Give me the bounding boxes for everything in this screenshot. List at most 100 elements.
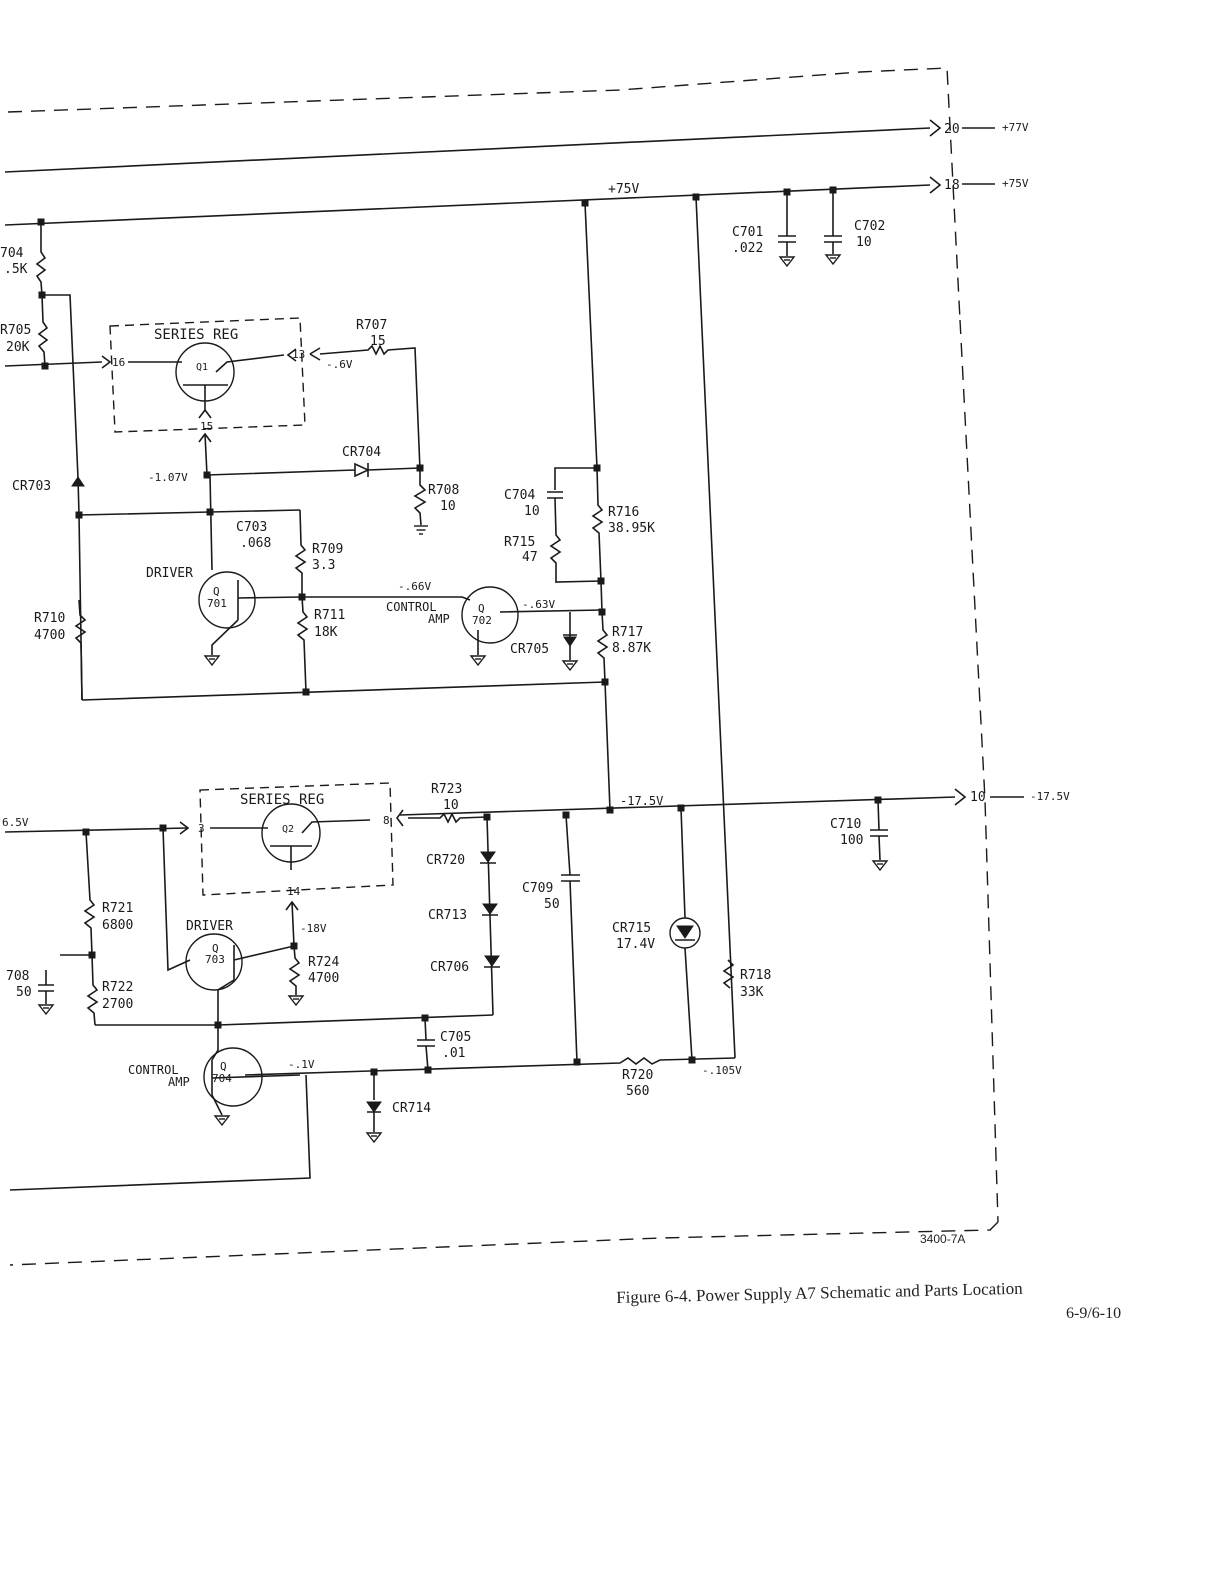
r705-ref: R705: [0, 323, 31, 338]
net-plus75-label: +75V: [608, 182, 639, 197]
q2-pin-8: 8: [383, 814, 390, 827]
pin-10-voltage: -17.5V: [1030, 790, 1070, 803]
r721-value: 6800: [102, 918, 133, 933]
pin8-arrow: [396, 809, 404, 827]
r711-resistor: [296, 596, 309, 693]
r717-value: 8.87K: [612, 641, 651, 656]
r708-value: 10: [440, 499, 456, 514]
c704-r715-network: [547, 467, 602, 583]
q2-leads: [210, 819, 371, 870]
r716-value: 38.95K: [608, 521, 655, 536]
r716-ref: R716: [608, 505, 639, 520]
driver-2-label: DRIVER: [186, 919, 233, 934]
r710-ref: R710: [34, 611, 65, 626]
q1-pin-16: 16: [112, 356, 125, 369]
c702-value: 10: [856, 235, 872, 250]
r715-value: 47: [522, 550, 538, 565]
r704-value: .5K: [4, 262, 28, 277]
r724-resistor: [288, 945, 301, 995]
r707-value: 15: [370, 334, 386, 349]
r711-value: 18K: [314, 625, 338, 640]
net-minus1-07-label: -1.07V: [148, 471, 188, 484]
driver-1-label: DRIVER: [146, 566, 193, 581]
wire-bottom-1: [81, 681, 606, 701]
q2-ref: Q2: [282, 824, 294, 835]
c709-ref: C709: [522, 881, 553, 896]
net-minus0-1-label: -.1V: [288, 1058, 315, 1071]
r711-ref: R711: [314, 608, 345, 623]
wire-cr715: [680, 807, 693, 1061]
q702-ref-a: Q: [478, 602, 485, 615]
r723-value: 10: [443, 798, 459, 813]
r709-ref: R709: [312, 542, 343, 557]
net-minus0-6-label: -.6V: [326, 358, 353, 371]
drawing-code: 3400-7A: [920, 1232, 966, 1246]
cr703-ref: CR703: [12, 479, 51, 494]
q1-pin-15: 15: [200, 420, 213, 433]
q1-leads: [128, 354, 285, 410]
net-minus0-105-label: -.105V: [702, 1064, 742, 1077]
net-minus18-label: -18V: [300, 922, 327, 935]
control-amp-2-label-b: AMP: [168, 1075, 190, 1089]
series-reg-1-label: SERIES REG: [154, 327, 238, 343]
series-reg-1-box: [109, 317, 306, 433]
q703-leads: [217, 945, 295, 1025]
r709-value: 3.3: [312, 558, 335, 573]
r704-ref: 704: [0, 246, 24, 261]
wire-bottom-return: [9, 1074, 311, 1191]
cr706-diode: [484, 955, 500, 967]
cr713-diode: [482, 903, 498, 915]
junction-dots: [37, 186, 882, 1076]
pin-18-voltage: +75V: [1002, 177, 1029, 190]
r716-resistor: [591, 467, 604, 613]
net-minus0-63-label: -.63V: [522, 598, 555, 611]
cr704-ref: CR704: [342, 445, 381, 460]
r710-resistor: [74, 599, 87, 701]
q704-leads: [211, 1025, 301, 1116]
r723-ref: R723: [431, 782, 462, 797]
r720-ref: R720: [622, 1068, 653, 1083]
pin-10-label: 10: [970, 790, 986, 805]
q704-ref-b: 704: [212, 1072, 232, 1085]
c704-ref: C704: [504, 488, 535, 503]
cr720-ref: CR720: [426, 853, 465, 868]
c701-value: .022: [732, 241, 763, 256]
q702-leads: [461, 596, 603, 655]
outer-border: [7, 67, 999, 1266]
rail-77v: [4, 119, 995, 173]
q702-ref-b: 702: [472, 614, 492, 627]
q2-pin-3: 3: [198, 822, 205, 835]
r704-resistor: [35, 222, 79, 479]
q701-ref-a: Q: [213, 585, 220, 598]
c704-value: 10: [524, 504, 540, 519]
cr714-diode: [366, 1101, 382, 1113]
q1-ref: Q1: [196, 362, 208, 373]
q1-pin-13: 13: [292, 348, 305, 361]
cr704-diode: [206, 462, 421, 478]
c705-value: .01: [442, 1046, 465, 1061]
pin13-arrow: [286, 347, 321, 362]
c708-ref: 708: [6, 969, 29, 984]
control-amp-1-label-b: AMP: [428, 612, 450, 626]
c702-ref: C702: [854, 219, 885, 234]
c708-value: 50: [16, 985, 32, 1000]
wire-75v-to-r718: [695, 196, 736, 1059]
r723-resistor: [408, 812, 488, 824]
r720-value: 560: [626, 1084, 649, 1099]
r721-ref: R721: [102, 901, 133, 916]
cr715-value: 17.4V: [616, 937, 655, 952]
wire-diode-stack: [486, 816, 494, 1016]
series-reg-2-box: [199, 782, 394, 896]
cr714-ref: CR714: [392, 1101, 431, 1116]
r722-ref: R722: [102, 980, 133, 995]
r724-ref: R724: [308, 955, 339, 970]
r715-ref: R715: [504, 535, 535, 550]
r708-resistor: [413, 468, 427, 526]
wire-c703: [78, 509, 301, 516]
cr706-ref: CR706: [430, 960, 469, 975]
pin-18-label: 18: [944, 178, 960, 193]
wire-to-pin16: [4, 361, 103, 367]
r718-resistor: [722, 959, 735, 989]
r707-ref: R707: [356, 318, 387, 333]
